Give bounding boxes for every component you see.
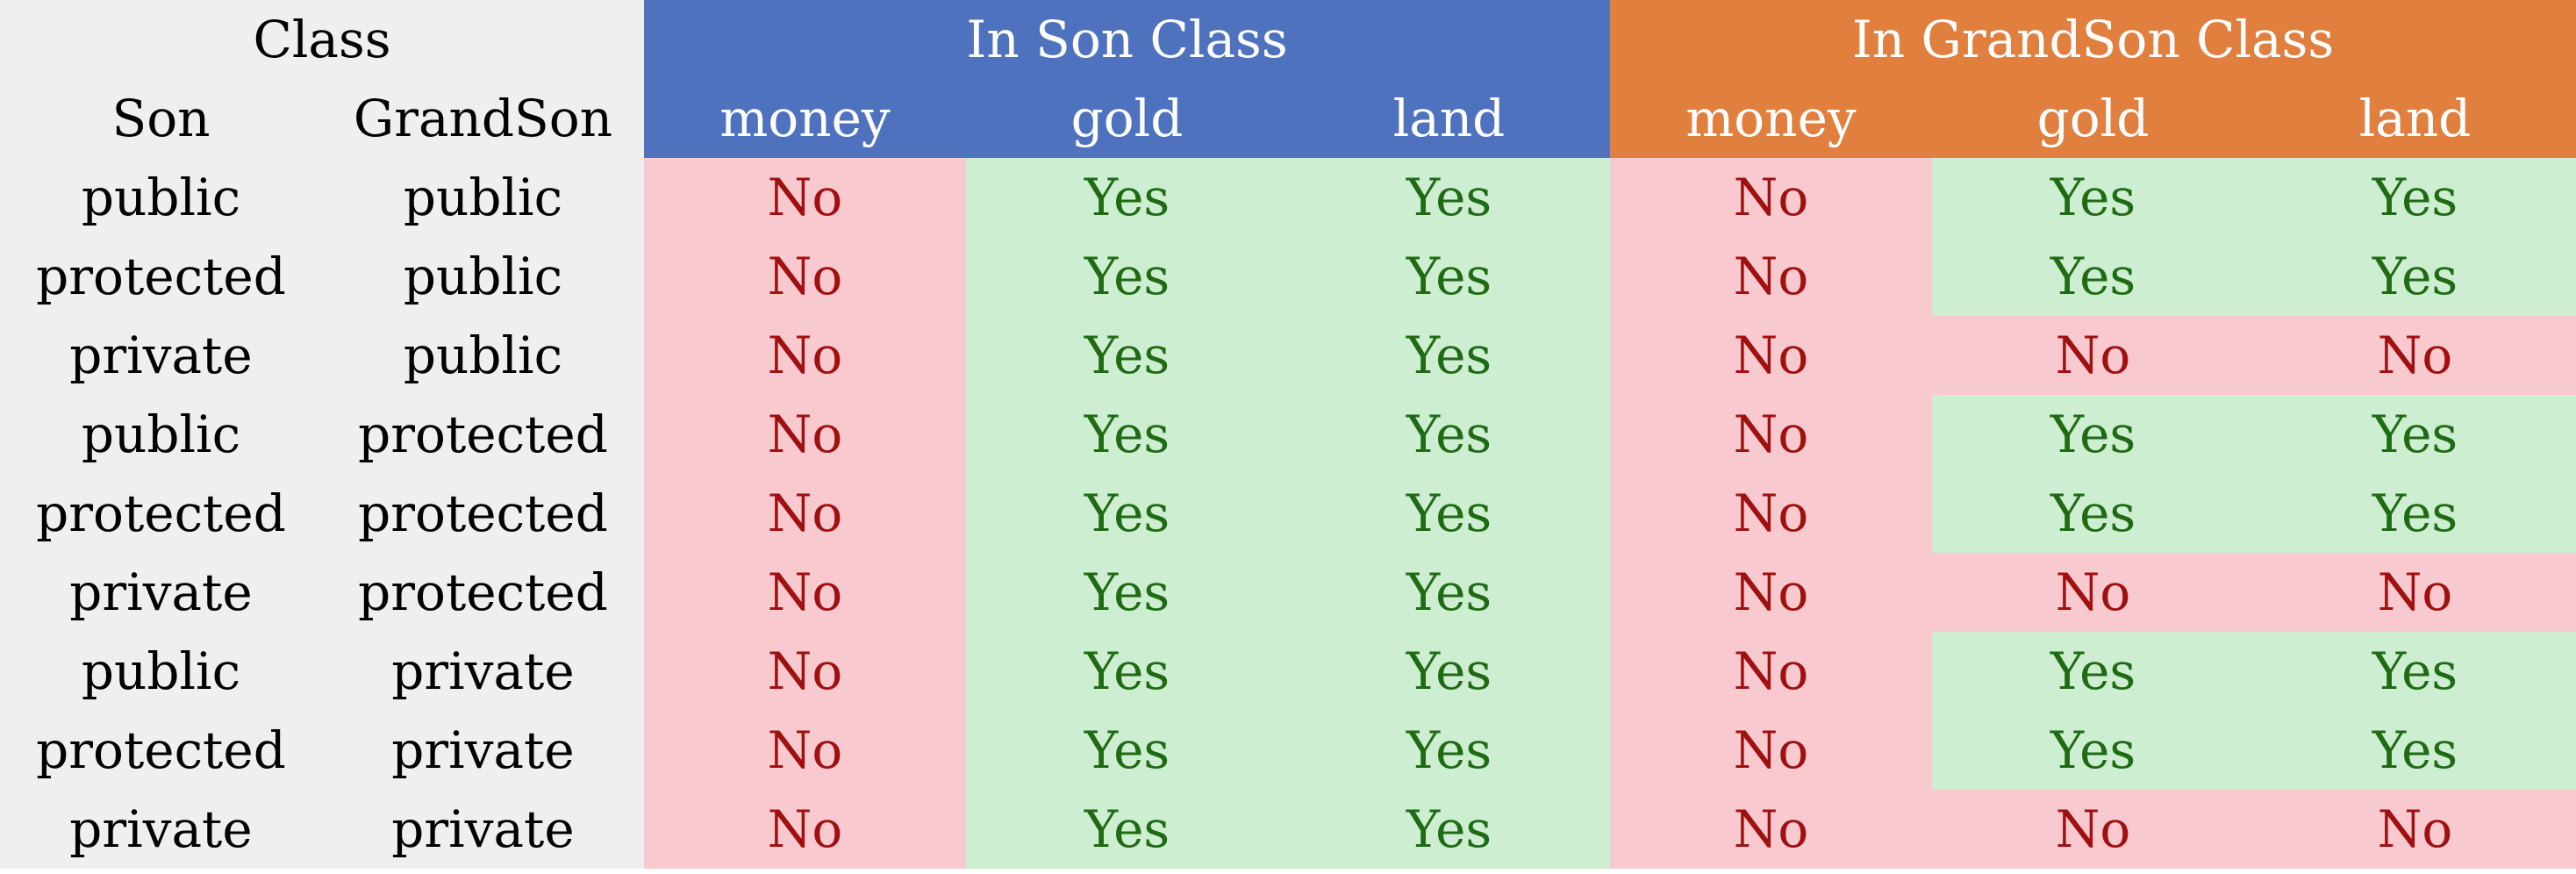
access-result-cell: No (644, 711, 966, 790)
son-money-header: money (644, 79, 966, 158)
grandson-money-header: money (1610, 79, 1932, 158)
access-result-cell: No (644, 474, 966, 553)
access-result-cell: Yes (966, 711, 1288, 790)
access-result-cell: Yes (2254, 474, 2576, 553)
access-result-cell: No (1932, 316, 2254, 395)
access-result-cell: Yes (2254, 158, 2576, 237)
access-result-cell: Yes (966, 158, 1288, 237)
access-result-cell: No (2254, 316, 2576, 395)
row-grandson-access: public (322, 158, 644, 237)
access-result-cell: Yes (1288, 237, 1610, 316)
access-result-cell: Yes (966, 237, 1288, 316)
row-son-access: protected (0, 474, 322, 553)
access-result-cell: No (644, 158, 966, 237)
access-result-cell: Yes (966, 632, 1288, 711)
access-result-cell: No (1610, 632, 1932, 711)
access-result-cell: Yes (2254, 237, 2576, 316)
access-result-cell: No (1610, 237, 1932, 316)
access-result-cell: No (1610, 790, 1932, 869)
access-result-cell: Yes (1288, 474, 1610, 553)
son-land-header: land (1288, 79, 1610, 158)
access-result-cell: No (2254, 790, 2576, 869)
row-grandson-access: protected (322, 395, 644, 474)
row-grandson-access: public (322, 316, 644, 395)
row-son-access: public (0, 395, 322, 474)
access-result-cell: Yes (1288, 395, 1610, 474)
access-result-cell: Yes (1932, 237, 2254, 316)
row-son-access: private (0, 553, 322, 632)
class-header: Class (0, 0, 644, 79)
access-result-cell: Yes (1932, 474, 2254, 553)
access-result-cell: Yes (1288, 632, 1610, 711)
access-result-cell: Yes (1932, 632, 2254, 711)
access-result-cell: Yes (966, 790, 1288, 869)
son-gold-header: gold (966, 79, 1288, 158)
son-class-header: In Son Class (644, 0, 1610, 79)
grandson-class-header: In GrandSon Class (1610, 0, 2576, 79)
row-son-access: private (0, 316, 322, 395)
access-result-cell: Yes (966, 395, 1288, 474)
access-result-cell: Yes (966, 316, 1288, 395)
access-result-cell: No (644, 632, 966, 711)
access-result-cell: Yes (2254, 395, 2576, 474)
access-result-cell: Yes (1932, 711, 2254, 790)
grandson-gold-header: gold (1932, 79, 2254, 158)
grandson-column-header: GrandSon (322, 79, 644, 158)
row-grandson-access: public (322, 237, 644, 316)
access-result-cell: Yes (1932, 158, 2254, 237)
access-result-cell: Yes (1288, 553, 1610, 632)
access-result-cell: Yes (966, 474, 1288, 553)
access-result-cell: Yes (1288, 711, 1610, 790)
access-result-cell: Yes (2254, 711, 2576, 790)
access-result-cell: Yes (966, 553, 1288, 632)
access-result-cell: Yes (1932, 395, 2254, 474)
access-result-cell: No (1932, 790, 2254, 869)
row-grandson-access: protected (322, 553, 644, 632)
access-result-cell: No (2254, 553, 2576, 632)
access-result-cell: No (644, 790, 966, 869)
access-result-cell: No (1932, 553, 2254, 632)
row-son-access: public (0, 158, 322, 237)
row-grandson-access: private (322, 632, 644, 711)
access-result-cell: Yes (2254, 632, 2576, 711)
access-result-cell: No (1610, 316, 1932, 395)
row-grandson-access: private (322, 790, 644, 869)
access-result-cell: No (1610, 395, 1932, 474)
access-result-cell: No (644, 553, 966, 632)
access-result-cell: Yes (1288, 158, 1610, 237)
row-grandson-access: private (322, 711, 644, 790)
grandson-land-header: land (2254, 79, 2576, 158)
access-result-cell: Yes (1288, 316, 1610, 395)
row-son-access: public (0, 632, 322, 711)
row-grandson-access: protected (322, 474, 644, 553)
row-son-access: protected (0, 711, 322, 790)
son-column-header: Son (0, 79, 322, 158)
access-result-cell: No (1610, 158, 1932, 237)
access-result-cell: No (644, 316, 966, 395)
access-result-cell: No (644, 395, 966, 474)
access-result-cell: No (1610, 474, 1932, 553)
access-result-cell: No (1610, 711, 1932, 790)
access-result-cell: No (644, 237, 966, 316)
row-son-access: private (0, 790, 322, 869)
row-son-access: protected (0, 237, 322, 316)
access-result-cell: No (1610, 553, 1932, 632)
access-result-cell: Yes (1288, 790, 1610, 869)
